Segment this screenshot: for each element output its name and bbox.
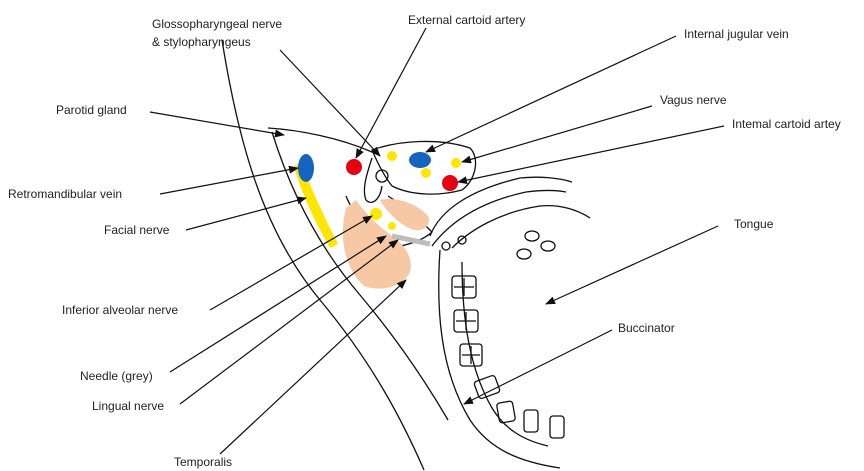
internal-carotid-shape — [442, 175, 458, 191]
glossopharyngeal-nerve-shape — [387, 151, 397, 161]
leader-temporalis — [220, 280, 406, 454]
structure-circle — [442, 242, 450, 250]
tooth — [474, 375, 501, 399]
leader-lines — [150, 28, 724, 454]
lingual-nerve-shape — [388, 222, 396, 230]
label-vagus: Vagus nerve — [660, 93, 727, 107]
vessel-compartment — [372, 141, 476, 194]
pharynx-wall-inner — [432, 191, 566, 247]
label-temporalis: Temporalis — [174, 455, 232, 469]
leader-internal-carotid — [458, 126, 724, 182]
leader-needle — [170, 236, 386, 372]
label-external-carotid: External cartoid artery — [408, 13, 525, 27]
tongue-oval — [525, 231, 539, 241]
tooth — [496, 401, 515, 423]
leader-internal-jugular — [426, 36, 676, 152]
label-tongue: Tongue — [734, 217, 774, 231]
leader-retromandibular — [160, 168, 298, 194]
internal-jugular-vein-shape — [409, 152, 431, 168]
retromandibular-vein-shape — [298, 154, 314, 182]
vagus-nerve-shape — [451, 158, 461, 168]
label-glossopharyngeal-line2: & stylopharyngeus — [152, 35, 251, 49]
label-buccinator: Buccinator — [618, 321, 675, 335]
buccinator-line — [462, 262, 548, 446]
oral-cavity-outer — [439, 250, 560, 468]
nerve-shape — [421, 168, 431, 178]
label-needle: Needle (grey) — [80, 369, 153, 383]
leader-buccinator — [464, 330, 612, 404]
leader-vagus — [462, 106, 652, 162]
structure-circle — [458, 236, 466, 244]
leader-parotid — [150, 112, 284, 135]
label-lingual: Lingual nerve — [92, 399, 164, 413]
leader-facial — [186, 198, 306, 230]
tooth — [550, 416, 564, 438]
label-retromandibular: Retromandibular vein — [8, 187, 122, 201]
tooth — [524, 410, 538, 432]
leader-tongue — [546, 226, 718, 304]
label-internal-jugular: Internal jugular vein — [684, 27, 789, 41]
label-inferior-alveolar: Inferior alveolar nerve — [62, 303, 178, 317]
label-internal-carotid: Intemal cartoid artey — [732, 117, 841, 131]
label-parotid: Parotid gland — [56, 103, 127, 117]
label-glossopharyngeal-line1: Glossopharyngeal nerve — [152, 17, 282, 31]
inferior-alveolar-nerve-shape — [370, 208, 382, 220]
tongue-oval — [517, 249, 531, 259]
teeth — [452, 276, 564, 438]
leader-external-carotid — [356, 28, 426, 158]
label-facial: Facial nerve — [104, 223, 170, 237]
external-carotid-shape — [346, 159, 362, 175]
temporalis-muscle-shape — [380, 199, 429, 230]
tongue-oval — [541, 241, 555, 251]
